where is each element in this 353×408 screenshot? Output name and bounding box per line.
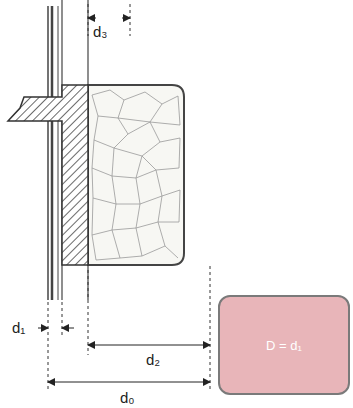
dimension-label: d₁ bbox=[12, 320, 25, 335]
dimension-label: d₂ bbox=[146, 352, 160, 367]
dimension-label: d₀ bbox=[120, 390, 135, 405]
insulation bbox=[88, 85, 184, 265]
formula-box: D = d₁ bbox=[218, 295, 350, 395]
dimension-label: d₃ bbox=[93, 24, 107, 39]
concrete-slab bbox=[8, 85, 88, 265]
formula-text: D = d₁ bbox=[266, 338, 302, 353]
extension-lines bbox=[48, 4, 210, 392]
dimension-lines bbox=[38, 18, 210, 382]
